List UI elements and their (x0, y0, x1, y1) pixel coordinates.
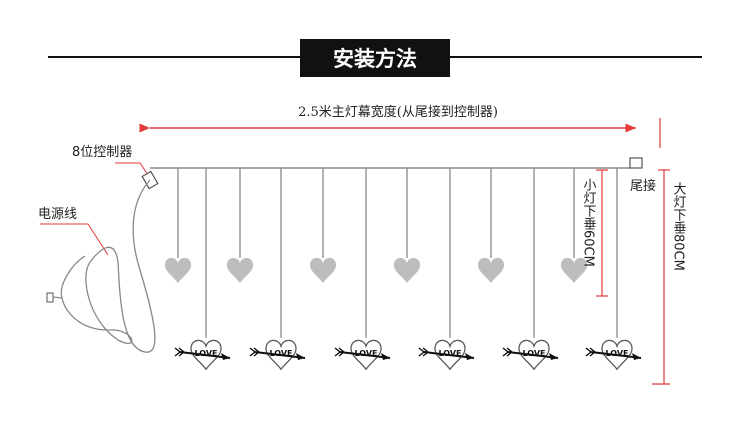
love-heart-light: LOVE (418, 339, 475, 370)
arrow-head-icon (465, 353, 474, 360)
love-heart-light: LOVE (334, 339, 391, 370)
plug-cord (52, 296, 63, 299)
arrow-head-icon (221, 353, 230, 360)
power-cord-wire (60, 179, 156, 353)
arrow-shaft (254, 351, 306, 359)
love-text: LOVE (522, 349, 545, 358)
arrow-head-icon (549, 353, 558, 360)
love-heart-light: LOVE (174, 339, 231, 370)
tail-connector-box (629, 157, 643, 169)
love-text: LOVE (194, 349, 217, 358)
solid-heart-light (393, 257, 421, 283)
arrow-shaft (590, 351, 642, 359)
love-heart-light: LOVE (585, 339, 642, 370)
page-title: 安装方法 (333, 47, 417, 71)
arrow-shaft (423, 351, 475, 359)
arrow-head-icon (632, 353, 641, 360)
solid-heart-light (226, 257, 254, 283)
small-drop-label: 小灯下垂60CM (581, 178, 597, 267)
arrow-shaft (507, 351, 559, 359)
title-badge (300, 39, 450, 77)
light-strands: LOVE LOVE LOVE LOVE LOVE LOVE (164, 168, 642, 370)
controller-leader (115, 162, 151, 179)
arrow-fletching-icon (174, 347, 185, 357)
power-cord-label: 电源线 (38, 207, 77, 222)
arrow-fletching-icon (418, 347, 429, 357)
width-label: 2.5米主灯幕宽度(从尾接到控制器) (298, 104, 498, 120)
arrow-fletching-icon (502, 347, 513, 357)
arrow-fletching-icon (585, 347, 596, 357)
arrow-shaft (339, 351, 391, 359)
love-text: LOVE (269, 349, 292, 358)
love-text: LOVE (354, 349, 377, 358)
solid-heart-light (309, 257, 337, 283)
love-text: LOVE (438, 349, 461, 358)
love-heart-light: LOVE (249, 339, 306, 370)
power-cord-leader (40, 223, 109, 256)
controller-label: 8位控制器 (72, 145, 132, 160)
arrow-head-icon (381, 353, 390, 360)
solid-heart-light (477, 257, 505, 283)
tail-connector-label: 尾接 (630, 178, 656, 194)
power-plug (46, 292, 54, 303)
love-heart-light: LOVE (502, 339, 559, 370)
solid-heart-light (164, 257, 192, 283)
arrow-shaft (179, 351, 231, 359)
arrow-fletching-icon (249, 347, 260, 357)
large-drop-label: 大灯下垂80CM (671, 182, 687, 271)
love-text: LOVE (605, 349, 628, 358)
arrow-fletching-icon (334, 347, 345, 357)
arrow-head-icon (296, 353, 305, 360)
